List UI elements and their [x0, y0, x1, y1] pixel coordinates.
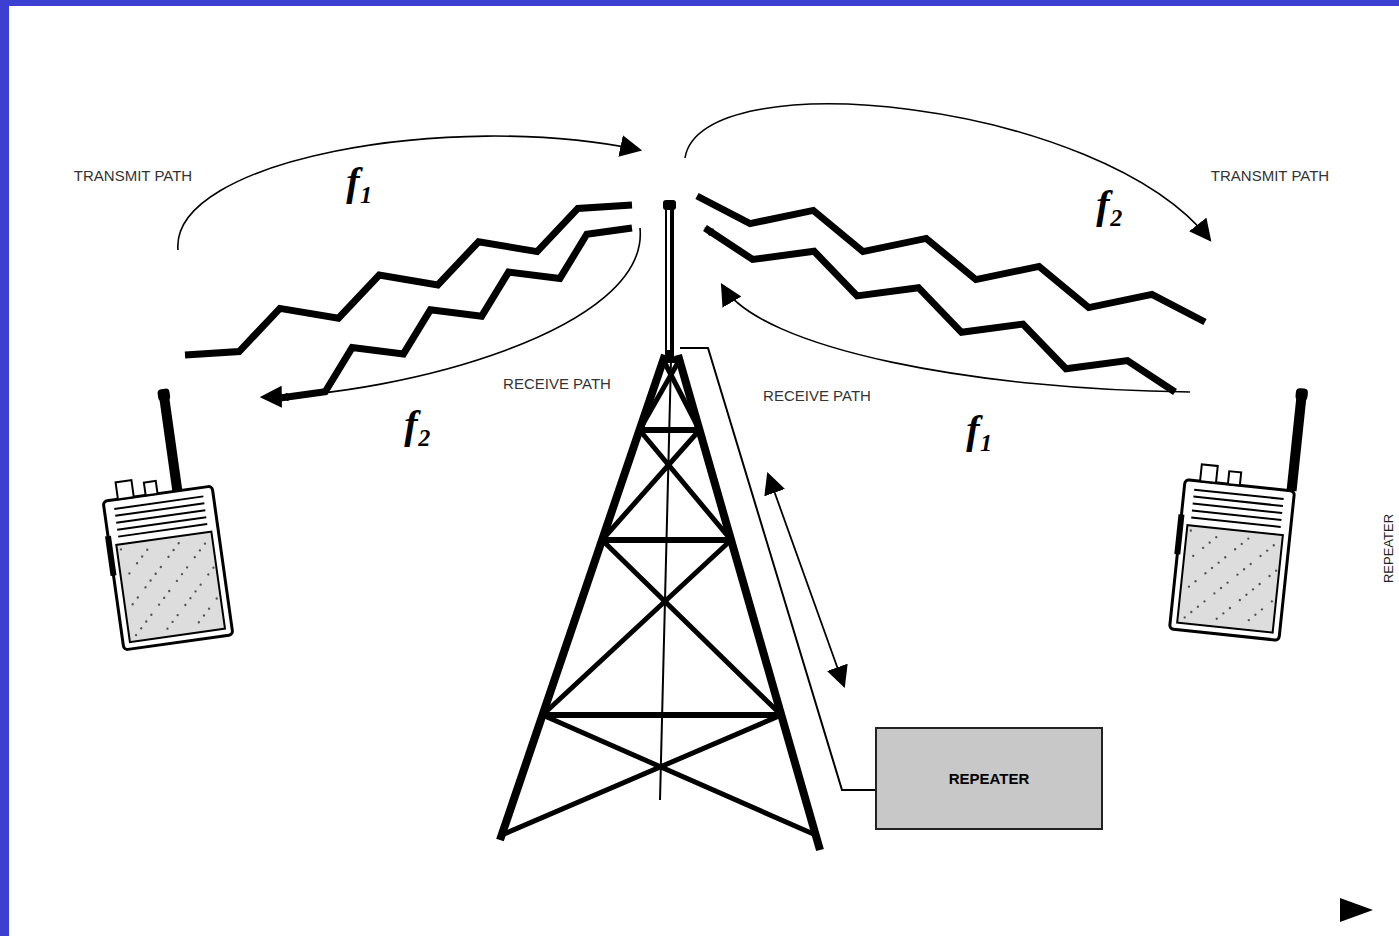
- path-arrow: [262, 228, 640, 397]
- repeater-box: REPEATER: [875, 727, 1103, 830]
- lightning-bolt: [185, 205, 632, 355]
- feed-arrow: [768, 474, 844, 686]
- path-label: RECEIVE PATH: [500, 374, 614, 393]
- handheld-radio: [86, 384, 233, 650]
- frame-bar: [0, 0, 1399, 6]
- path-arrow: [685, 104, 1210, 240]
- path-label: RECEIVE PATH: [760, 386, 874, 405]
- radio-waves: [185, 196, 1205, 398]
- path-label: TRANSMIT PATH: [71, 166, 195, 185]
- handheld-radios: [86, 377, 1308, 650]
- next-arrow: [1340, 898, 1373, 922]
- box-label: REPEATER: [949, 770, 1030, 787]
- frequency-label: f₁: [943, 408, 1017, 452]
- path-arrow: [722, 285, 1190, 392]
- path-arrow: [178, 136, 640, 250]
- path-arrows: [178, 104, 1210, 397]
- feed-line: [680, 348, 876, 790]
- lightning-bolt: [280, 228, 632, 398]
- frequency-label: f₂: [1073, 183, 1147, 227]
- frequency-label: f₁: [323, 160, 397, 204]
- tower: [500, 200, 820, 850]
- side-title: REPEATER: [1381, 511, 1396, 584]
- frame-bar: [0, 0, 9, 936]
- path-label: TRANSMIT PATH: [1208, 166, 1332, 185]
- frequency-label: f₂: [381, 403, 455, 447]
- handheld-radio: [1166, 377, 1308, 641]
- lightning-bolt: [705, 228, 1175, 392]
